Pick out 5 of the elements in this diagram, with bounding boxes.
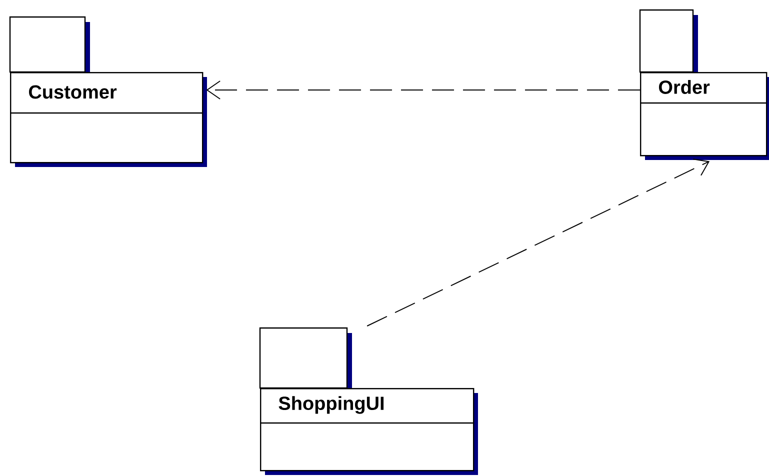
dependency-arrow xyxy=(366,158,710,326)
package-box: Order xyxy=(639,9,769,160)
dependency-arrow xyxy=(206,80,640,100)
package-box: Customer xyxy=(9,16,207,167)
package-box: ShoppingUI xyxy=(259,327,478,475)
